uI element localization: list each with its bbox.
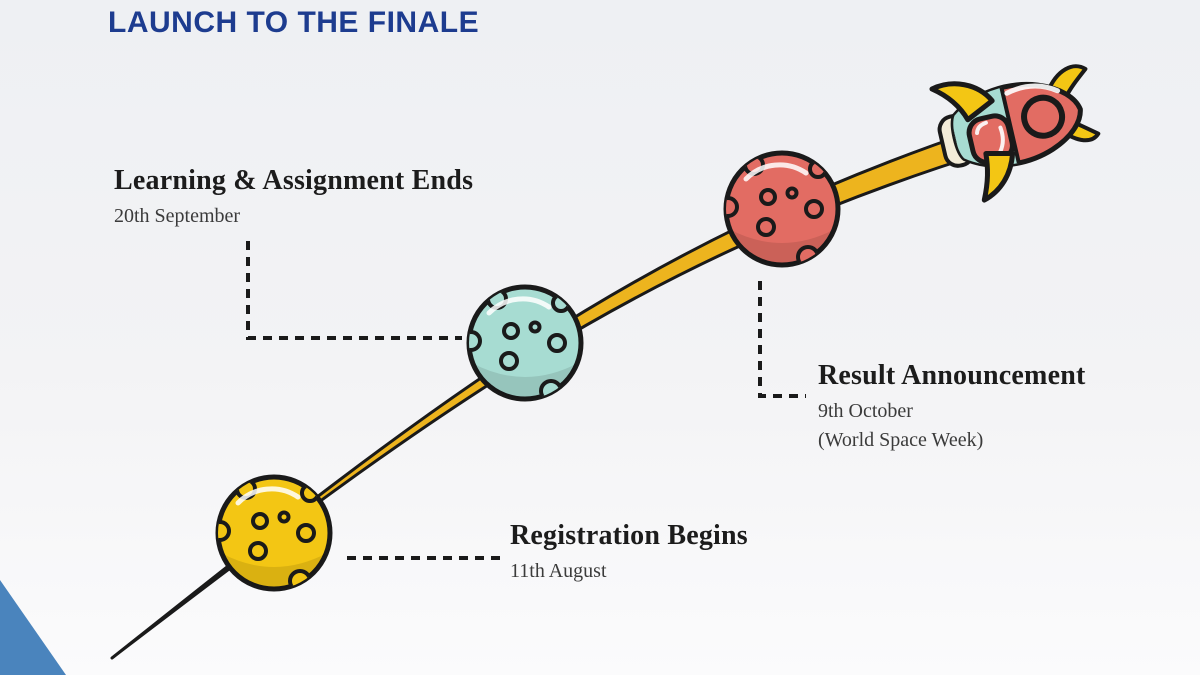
milestone-registration-date: 11th August <box>510 560 607 582</box>
milestone-learning-date: 20th September <box>114 205 241 227</box>
milestone-registration-label: Registration Begins <box>510 520 748 551</box>
milestone-learning: Learning & Assignment Ends 20th Septembe… <box>114 165 473 231</box>
milestone-registration: Registration Begins 11th August <box>510 520 748 586</box>
rocket-window-icon <box>1021 94 1066 139</box>
milestone-result-date: 9th October <box>818 400 913 422</box>
connector-learning <box>246 241 462 340</box>
planet-icon-registration <box>211 477 330 591</box>
planet-icon-result <box>719 153 838 267</box>
page-title: LAUNCH TO THE FINALE <box>108 6 480 39</box>
milestone-learning-label: Learning & Assignment Ends <box>114 165 474 196</box>
milestone-result-label: Result Announcement <box>818 360 1086 391</box>
corner-triangle <box>0 580 66 675</box>
rocket-icon <box>929 64 1101 203</box>
milestone-result-note: (World Space Week) <box>818 429 984 451</box>
milestone-result: Result Announcement 9th October (World S… <box>818 360 1086 455</box>
connector-result <box>758 281 806 398</box>
